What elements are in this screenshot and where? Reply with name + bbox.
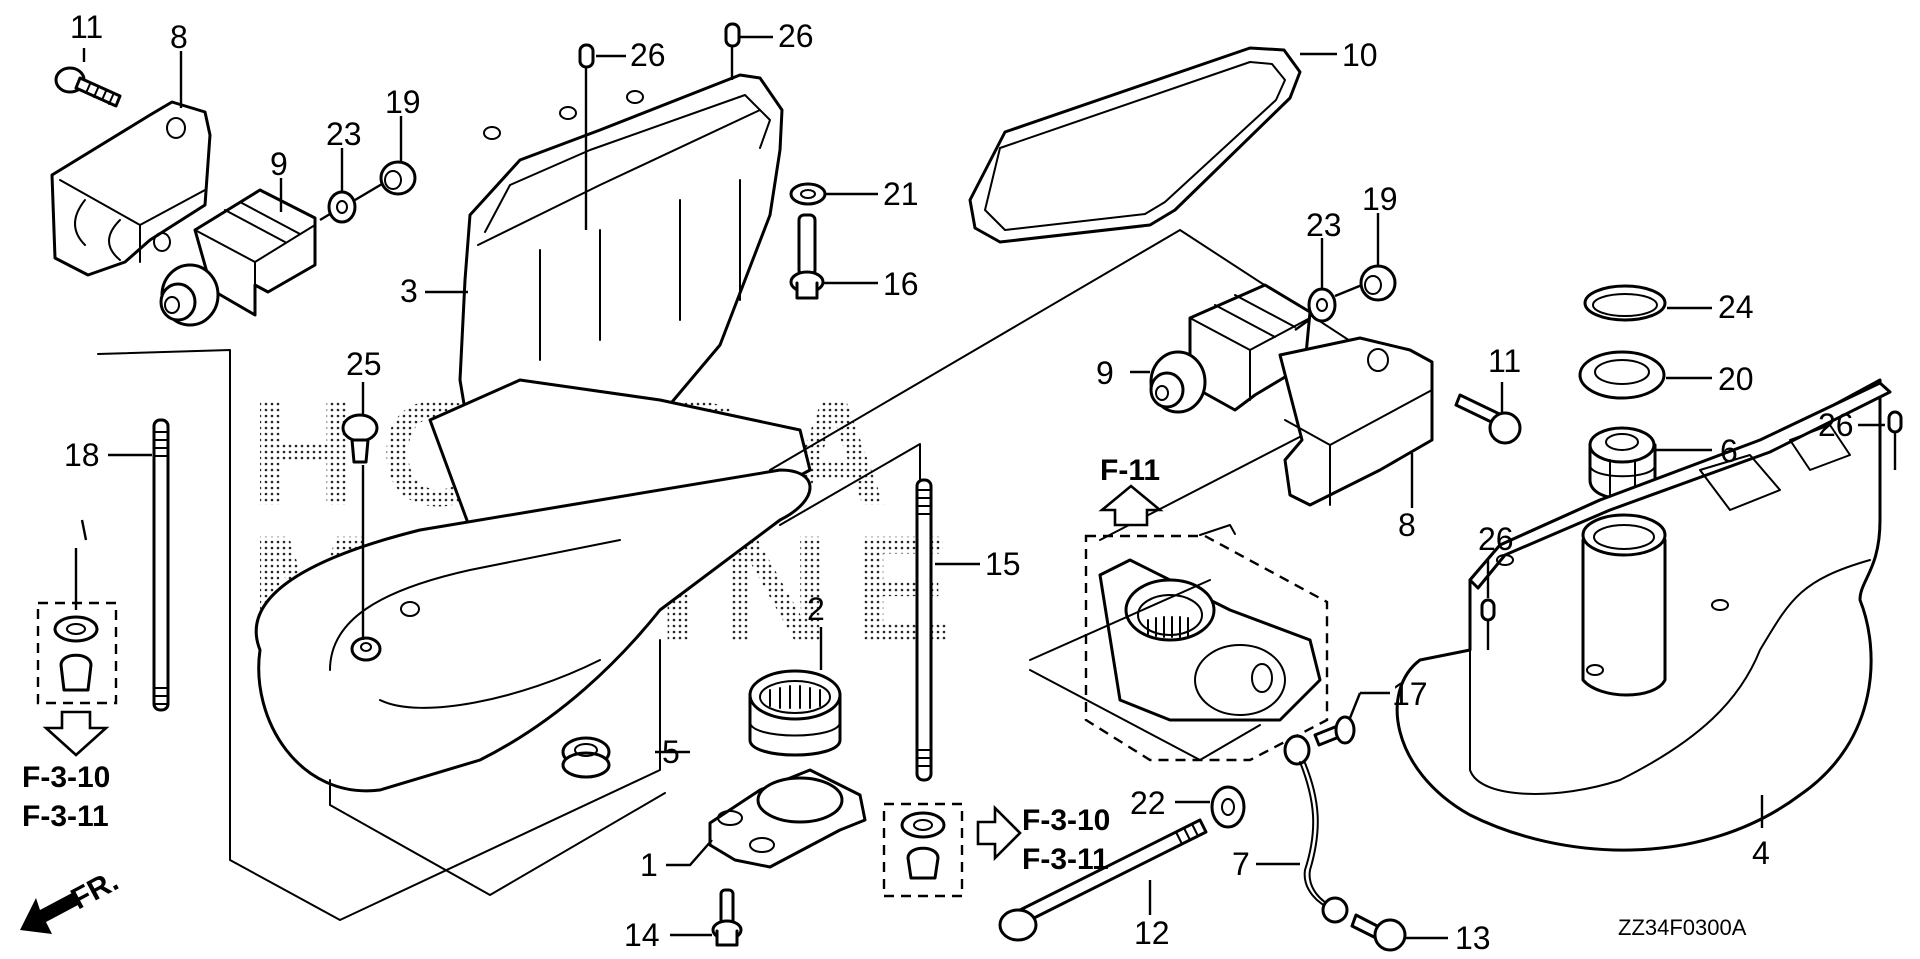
callout-21[interactable]: 21 <box>883 176 919 212</box>
callout-3[interactable]: 3 <box>400 273 418 309</box>
part-11-bolt-right[interactable] <box>1454 393 1522 445</box>
part-26-dowel-d[interactable] <box>1887 410 1903 470</box>
callout-9[interactable]: 9 <box>270 146 288 182</box>
diagram-code: ZZ34F0300A <box>1618 915 1747 940</box>
callout-26[interactable]: 26 <box>1478 521 1514 557</box>
part-washer-nut-right[interactable] <box>900 811 946 880</box>
callout-24[interactable]: 24 <box>1718 289 1754 325</box>
callout-20[interactable]: 20 <box>1718 361 1754 397</box>
callout-13[interactable]: 13 <box>1455 920 1491 956</box>
ref-arrow-right <box>976 804 1022 862</box>
part-8-mount-cover-left[interactable] <box>50 100 212 277</box>
callout-6[interactable]: 6 <box>1720 433 1738 469</box>
part-19-nut-left[interactable] <box>379 160 417 196</box>
part-4-gear-case[interactable] <box>1395 378 1892 852</box>
part-14-bolt[interactable] <box>711 888 743 947</box>
callout-8[interactable]: 8 <box>1398 507 1416 543</box>
part-26-dowel-a[interactable] <box>578 43 595 230</box>
callout-22[interactable]: 22 <box>1130 785 1166 821</box>
part-10-gasket[interactable] <box>968 46 1302 244</box>
front-label: FR. <box>66 864 124 916</box>
part-2-needle-bearing[interactable] <box>748 669 842 757</box>
callout-26[interactable]: 26 <box>778 18 814 54</box>
sub-assembly-box-right <box>882 802 964 898</box>
part-9-mount-rubber-left[interactable] <box>159 188 317 327</box>
callout-14[interactable]: 14 <box>624 917 660 953</box>
part-mount-housing-f11[interactable] <box>1084 534 1329 762</box>
part-25-plug[interactable] <box>341 413 379 640</box>
callout-10[interactable]: 10 <box>1342 37 1378 73</box>
part-23-washer-right[interactable] <box>1307 287 1337 323</box>
callout-17[interactable]: 17 <box>1392 676 1428 712</box>
part-1-bracket[interactable] <box>708 768 867 869</box>
assembly-line-f11 <box>1029 524 1261 761</box>
callout-2[interactable]: 2 <box>807 591 825 627</box>
callout-19[interactable]: 19 <box>385 84 421 120</box>
part-24-circlip[interactable] <box>1583 284 1667 322</box>
callout-1[interactable]: 1 <box>640 847 658 883</box>
callout-26[interactable]: 26 <box>1818 407 1854 443</box>
part-16-bolt[interactable] <box>789 213 825 300</box>
callout-23[interactable]: 23 <box>326 116 362 152</box>
leader-lines <box>82 35 1885 940</box>
ref-arrow-down-left <box>42 710 110 757</box>
part-12-long-bolt[interactable] <box>998 818 1208 942</box>
part-13-bolt[interactable] <box>1350 913 1407 952</box>
part-9-mount-rubber-right[interactable] <box>1149 283 1312 414</box>
callout-16[interactable]: 16 <box>883 266 919 302</box>
ref-left-label-2[interactable]: F-3-11 <box>22 800 109 833</box>
callout-11[interactable]: 11 <box>70 9 103 45</box>
part-7-ground-cable[interactable] <box>1283 734 1349 924</box>
callout-4[interactable]: 4 <box>1752 835 1770 871</box>
callout-5[interactable]: 5 <box>662 734 680 770</box>
callout-9[interactable]: 9 <box>1096 355 1114 391</box>
part-5-grommet[interactable] <box>561 736 611 779</box>
part-15-stud[interactable] <box>915 478 933 782</box>
part-3-extension-case[interactable] <box>254 73 812 793</box>
assembly-line-15 <box>779 443 921 526</box>
callout-23[interactable]: 23 <box>1306 207 1342 243</box>
front-direction-indicator: FR. <box>20 864 124 934</box>
part-11-bolt-left[interactable] <box>54 66 122 108</box>
part-23-washer-left[interactable] <box>327 190 357 224</box>
callout-11[interactable]: 11 <box>1488 343 1521 379</box>
callout-7[interactable]: 7 <box>1232 846 1250 882</box>
assembly-line-left-2 <box>329 779 666 896</box>
part-17-bolt[interactable] <box>1313 715 1356 747</box>
part-washer-nut-left[interactable] <box>53 615 99 692</box>
ref-up-label[interactable]: F-11 <box>1100 454 1160 487</box>
ref-left-label-1[interactable]: F-3-10 <box>22 761 110 794</box>
callout-19[interactable]: 19 <box>1362 181 1398 217</box>
ref-right-label-2[interactable]: F-3-11 <box>1022 843 1109 876</box>
part-19-nut-right[interactable] <box>1359 264 1397 302</box>
part-18-stud[interactable] <box>152 418 170 712</box>
part-26-dowel-b[interactable] <box>724 22 741 80</box>
callout-12[interactable]: 12 <box>1134 915 1170 951</box>
callout-8[interactable]: 8 <box>170 19 188 55</box>
assembly-line-left <box>97 349 661 921</box>
callout-18[interactable]: 18 <box>64 437 100 473</box>
callout-25[interactable]: 25 <box>346 346 382 382</box>
part-20-washer[interactable] <box>1578 350 1666 400</box>
part-21-washer[interactable] <box>789 182 827 206</box>
part-26-dowel-c[interactable] <box>1480 598 1496 650</box>
part-22-washer[interactable] <box>1210 785 1246 829</box>
ref-right-label-1[interactable]: F-3-10 <box>1022 804 1110 837</box>
ref-arrow-up <box>1098 484 1164 527</box>
callout-15[interactable]: 15 <box>985 546 1021 582</box>
callout-26[interactable]: 26 <box>630 37 666 73</box>
part-8-mount-cover-right[interactable] <box>1278 336 1434 507</box>
